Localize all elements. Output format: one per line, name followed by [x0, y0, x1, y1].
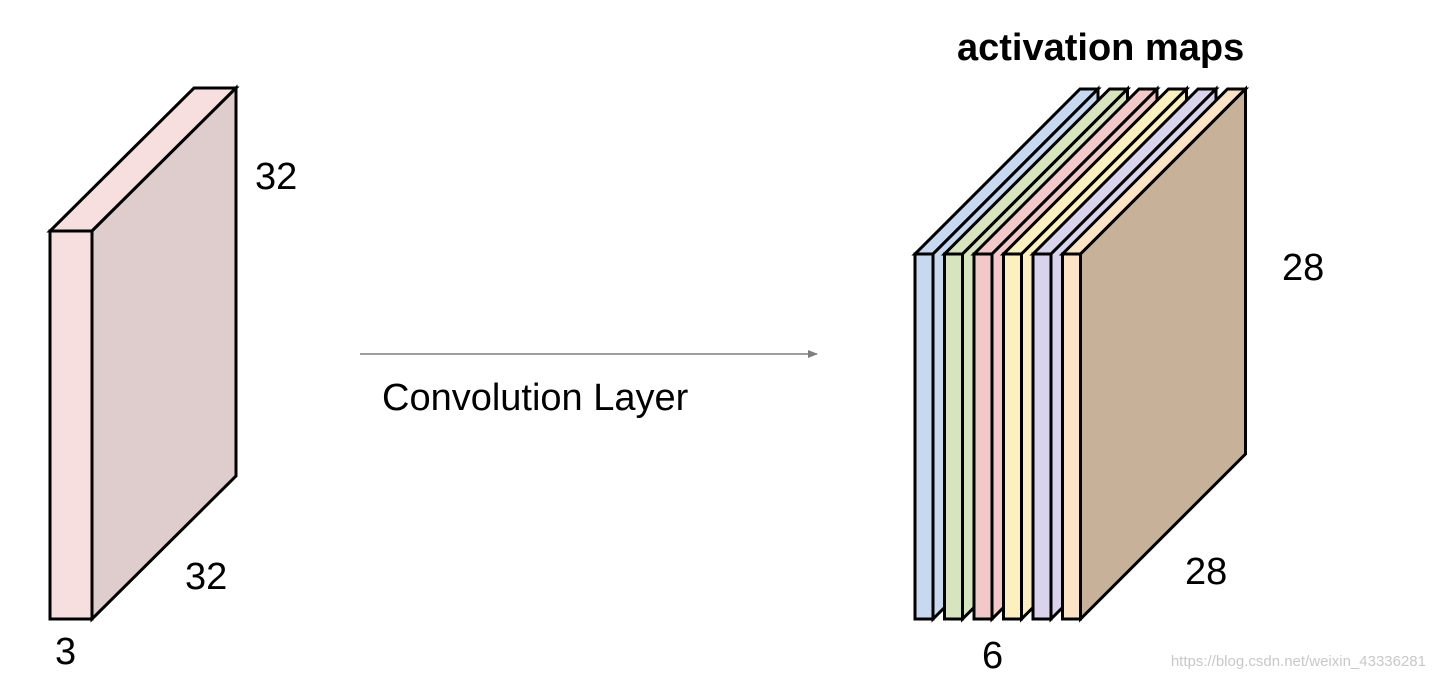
- activation-map-5-front-face: [1031, 252, 1053, 621]
- activation-height-label: 28: [1282, 247, 1324, 289]
- input-depth-label: 3: [55, 631, 76, 673]
- activation-maps-title: activation maps: [957, 27, 1244, 69]
- activation-map-4-front-face: [1002, 252, 1023, 621]
- activation-map-6: [1058, 85, 1250, 623]
- watermark-text: https://blog.csdn.net/weixin_43336281: [1171, 653, 1426, 670]
- activation-map-1-front-face: [913, 252, 935, 621]
- activation-map-2-front-face: [943, 252, 964, 621]
- input-height-label: 32: [255, 156, 297, 198]
- activation-maps-stack: [911, 85, 1250, 623]
- activation-count-label: 6: [982, 635, 1003, 677]
- input-volume: [46, 84, 240, 623]
- activation-width-label: 28: [1185, 551, 1227, 593]
- convolution-layer-label: Convolution Layer: [382, 377, 689, 419]
- input-width-label: 32: [185, 556, 227, 598]
- activation-map-6-front-face: [1061, 252, 1082, 621]
- input-volume-front-face: [48, 229, 94, 621]
- activation-map-3-front-face: [972, 252, 994, 621]
